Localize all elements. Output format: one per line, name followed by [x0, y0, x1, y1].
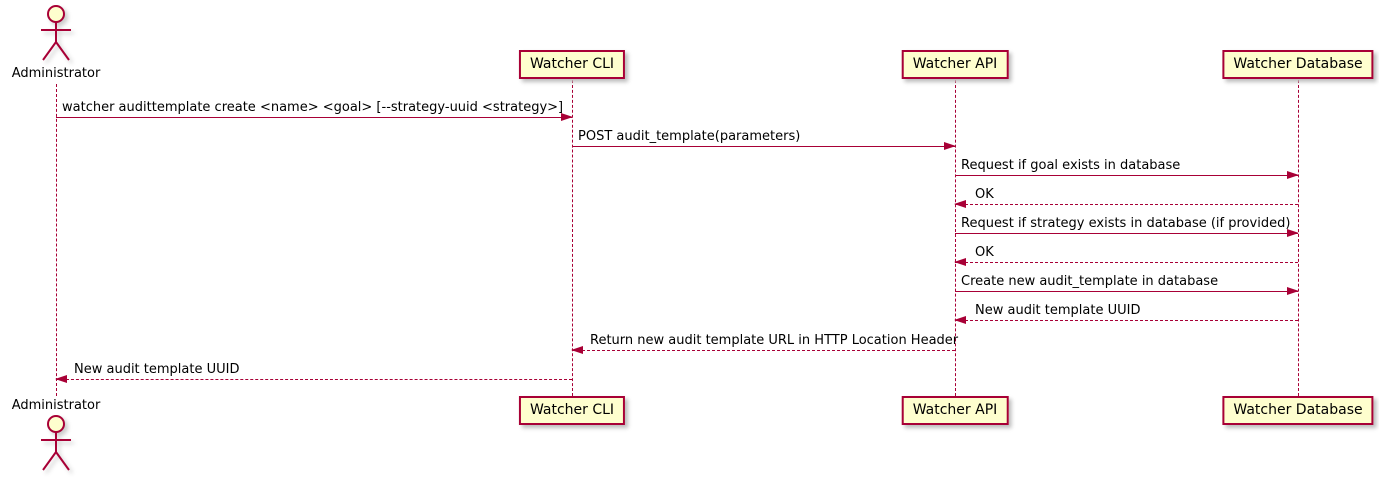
participant-watcher-cli-top: Watcher CLI: [518, 50, 626, 79]
actor-name-bottom: Administrator: [11, 398, 101, 413]
participant-watcher-api-bottom: Watcher API: [901, 396, 1009, 425]
lifeline-watcher-database: [1298, 80, 1299, 396]
message-line-8: [954, 316, 1298, 324]
actor-icon: [41, 5, 71, 61]
arrowhead-right-icon: [1287, 287, 1299, 295]
message-line-9: [571, 346, 955, 354]
message-label-7: Create new audit_template in database: [961, 274, 1219, 289]
message-line-2: [572, 142, 956, 150]
lifeline-watcher-api: [955, 80, 956, 396]
participant-watcher-api-top: Watcher API: [901, 50, 1009, 79]
participant-watcher-database-top: Watcher Database: [1222, 50, 1374, 79]
message-line-5: [955, 229, 1299, 237]
arrowhead-left-icon: [954, 316, 966, 324]
arrowhead-left-icon: [954, 200, 966, 208]
message-label-9: Return new audit template URL in HTTP Lo…: [590, 333, 959, 348]
actor-name-top: Administrator: [11, 66, 101, 81]
arrowhead-left-icon: [55, 375, 67, 383]
arrowhead-right-icon: [561, 113, 573, 121]
arrowhead-right-icon: [944, 142, 956, 150]
message-line-1: [56, 113, 573, 121]
message-line-10: [55, 375, 572, 383]
arrowhead-left-icon: [571, 346, 583, 354]
arrowhead-right-icon: [1287, 171, 1299, 179]
arrowhead-right-icon: [1287, 229, 1299, 237]
message-label-5: Request if strategy exists in database (…: [961, 216, 1291, 231]
message-label-8: New audit template UUID: [975, 303, 1141, 318]
actor-icon: [41, 415, 71, 471]
message-label-2: POST audit_template(parameters): [578, 129, 801, 144]
lifeline-administrator: [56, 84, 57, 396]
participant-watcher-cli-bottom: Watcher CLI: [518, 396, 626, 425]
message-label-6: OK: [975, 245, 994, 260]
message-line-3: [955, 171, 1299, 179]
message-label-10: New audit template UUID: [74, 362, 240, 377]
message-label-4: OK: [975, 187, 994, 202]
message-line-6: [954, 258, 1298, 266]
participant-watcher-database-bottom: Watcher Database: [1222, 396, 1374, 425]
message-line-7: [955, 287, 1299, 295]
lifeline-watcher-cli: [572, 80, 573, 396]
message-line-4: [954, 200, 1298, 208]
message-label-3: Request if goal exists in database: [961, 158, 1181, 173]
message-label-1: watcher audittemplate create <name> <goa…: [62, 100, 564, 115]
arrowhead-left-icon: [954, 258, 966, 266]
